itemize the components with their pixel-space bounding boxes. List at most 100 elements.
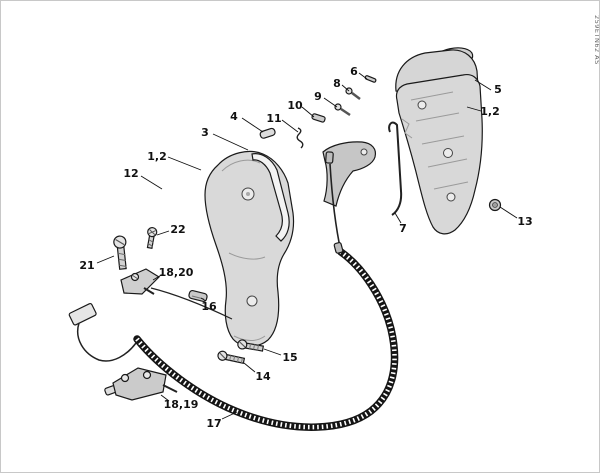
housing-edge-notch: [401, 118, 413, 139]
screw-head: [334, 103, 342, 111]
callout-8: 8: [333, 77, 341, 90]
callouts: 1,2 12 3 4 11 10 9 8 6 5 1,2 13 7 22 21 …: [79, 65, 532, 430]
screw-boss-hole: [246, 192, 250, 196]
callout-12: 12: [123, 167, 138, 180]
grip-shell: [204, 150, 295, 347]
cable-end-nipple: [325, 151, 334, 164]
left-handle-housing: [204, 150, 295, 347]
leader-line-15: [263, 348, 282, 356]
screw-threads: [249, 343, 259, 351]
bracket-plate: [112, 367, 167, 401]
leader-line-3: [212, 133, 249, 151]
callout-4: 4: [230, 110, 238, 123]
leader-line-12: [140, 175, 163, 190]
screw-boss: [443, 148, 453, 158]
screw-boss: [446, 192, 456, 202]
callout-3: 3: [201, 126, 209, 139]
callout-5: 5: [494, 83, 502, 96]
nut-13: [488, 198, 502, 212]
leader-line-11: [281, 119, 299, 133]
leader-line-8: [341, 84, 350, 92]
grip-rib: [228, 252, 266, 260]
screw-threads: [229, 355, 243, 363]
bracket-plate: [120, 268, 160, 295]
bracket-18-19: [104, 367, 178, 401]
leader-line-7: [394, 212, 402, 224]
callout-9: 9: [314, 90, 322, 103]
cable-ferrule: [333, 241, 344, 254]
bracket-screw-head: [120, 373, 130, 383]
leader-line-1-2-right: [466, 106, 482, 112]
callout-16: 16: [201, 300, 217, 313]
callout-18-19: 18,19: [164, 398, 199, 411]
pin-10: [311, 113, 326, 123]
plug-wire: [77, 322, 137, 362]
screw-22: [146, 227, 158, 249]
trigger-pivot: [360, 148, 368, 156]
leader-line-16: [200, 297, 207, 302]
grip-top-edge: [221, 159, 261, 172]
callout-11: 11: [266, 112, 281, 125]
callout-6: 6: [350, 65, 358, 78]
plug-body: [68, 302, 97, 326]
leader-line-5: [474, 79, 492, 91]
screw-boss: [246, 295, 258, 307]
housing-shell: [395, 73, 483, 235]
screw-threads: [147, 239, 154, 247]
callout-18-20: 18,20: [159, 266, 194, 279]
screw-15: [237, 339, 265, 352]
leader-line-14: [243, 362, 256, 373]
leader-line-17: [221, 411, 238, 420]
leader-line-9: [323, 97, 338, 108]
screw-21: [113, 235, 127, 270]
pin-6: [364, 75, 377, 83]
bracket-18-20: [120, 268, 160, 295]
bracket-screw-head: [142, 370, 152, 380]
bracket-screw-slot: [131, 274, 139, 280]
right-handle-housing: [395, 47, 483, 235]
screw-slot: [115, 238, 125, 246]
cable-link-wire: [150, 287, 233, 320]
edge-watermark: 259ETN62 AS: [593, 15, 600, 65]
screw-shaft: [351, 92, 361, 100]
screw-14: [217, 350, 246, 364]
switch-strip-3: [251, 153, 290, 242]
connector-plug: [68, 302, 137, 362]
bracket-arm: [143, 287, 155, 295]
leader-lines: [96, 72, 518, 420]
coil-turns: [135, 250, 397, 430]
spring-11: [296, 127, 304, 149]
leader-line-6: [358, 72, 368, 80]
leader-line-21: [96, 255, 115, 264]
screw-9: [334, 103, 351, 117]
screw-shaft: [340, 107, 351, 117]
screw-boss: [417, 100, 427, 110]
clip-4: [259, 127, 276, 139]
callout-13: 13: [517, 215, 532, 228]
callout-10: 10: [287, 99, 303, 112]
callout-7: 7: [399, 222, 407, 235]
leader-line-18-20: [152, 273, 164, 281]
callout-17: 17: [206, 417, 221, 430]
leader-line-1-2-left: [167, 156, 202, 171]
housing-ribs: [410, 91, 469, 190]
leader-line-13: [499, 206, 518, 219]
callout-1-2-right: 1,2: [480, 105, 500, 118]
screw-cross-slot: [148, 229, 156, 235]
throttle-trigger: [322, 141, 377, 207]
leader-line-18-19: [160, 394, 170, 402]
callout-14: 14: [255, 370, 271, 383]
callout-22: 22: [170, 223, 185, 236]
grip-bottom-line: [233, 335, 266, 341]
screw-slot: [239, 341, 246, 348]
nut-inner: [492, 202, 498, 208]
leader-line-22: [156, 230, 170, 236]
trigger-body: [322, 141, 377, 207]
callout-15: 15: [282, 351, 297, 364]
callout-21: 21: [79, 259, 94, 272]
screw-threads: [117, 252, 127, 267]
callout-1-2-left: 1,2: [147, 150, 167, 163]
screw-slot: [219, 352, 226, 359]
